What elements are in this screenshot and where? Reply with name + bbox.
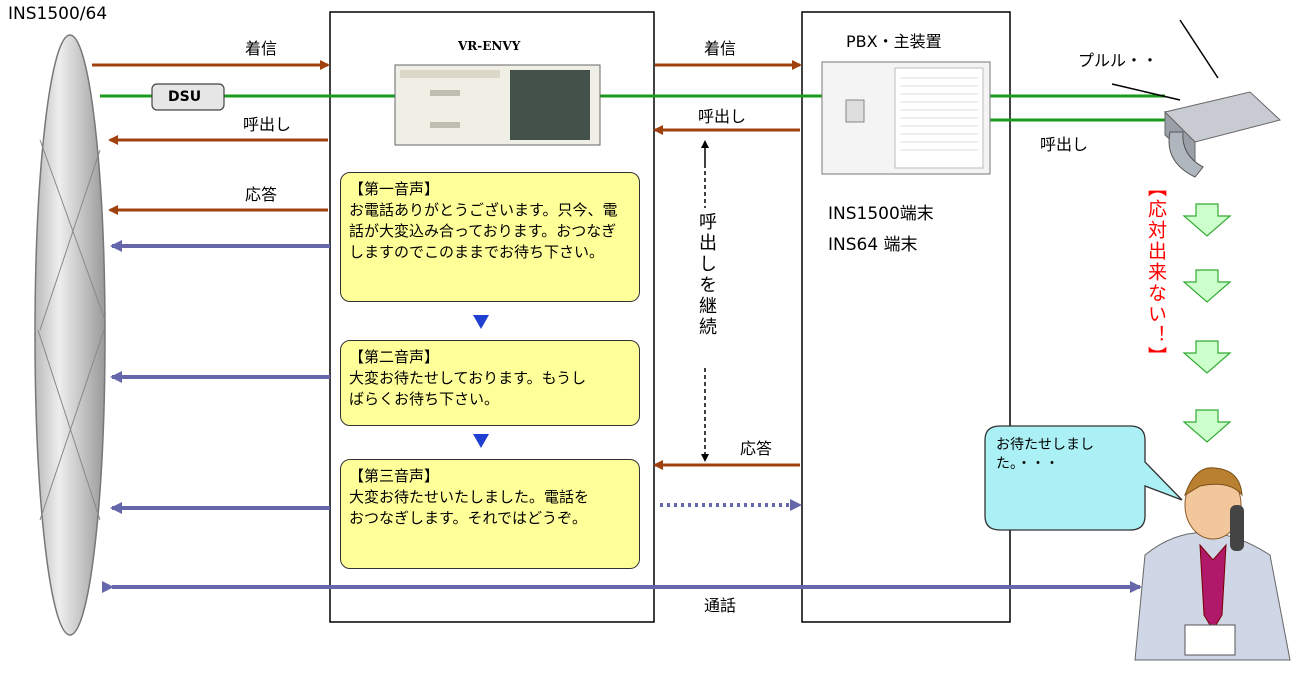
voice-text: 大変お待たせいたしました。電話をおつなぎします。それではどうぞ。 bbox=[349, 488, 590, 527]
down-triangle-2 bbox=[473, 434, 489, 448]
telephone-image bbox=[1111, 19, 1282, 178]
operator-speech-text: お待たせしました。・・・ bbox=[996, 437, 1094, 472]
voice-text: 大変お待たせしております。もうしばらくお待ち下さい。 bbox=[349, 369, 587, 408]
voice-title: 【第三音声】 bbox=[349, 467, 440, 485]
label-call-mid: 呼出し bbox=[698, 107, 747, 126]
down-triangle-1 bbox=[473, 315, 489, 329]
voice-title: 【第一音声】 bbox=[349, 180, 440, 198]
network-label: INS1500/64 bbox=[8, 4, 108, 24]
pbx-device-image bbox=[821, 61, 991, 175]
speech-bubble bbox=[984, 425, 1183, 531]
label-call-right: 呼出し bbox=[1040, 135, 1089, 154]
label-call-left: 呼出し bbox=[243, 115, 292, 134]
vr-envy-device-image bbox=[394, 64, 601, 146]
device-title: VR-ENVY bbox=[458, 39, 521, 53]
label-answer-right: 応答 bbox=[740, 439, 773, 458]
voice-text: お電話ありがとうございます。只今、電話が大変込み合っております。おつなぎしますの… bbox=[349, 201, 618, 261]
down-arrow-3 bbox=[1182, 340, 1232, 374]
label-continue-call: 呼出しを継続 bbox=[696, 212, 717, 338]
label-ins64-terminal: INS64 端末 bbox=[828, 235, 918, 255]
label-ring: プルル・・ bbox=[1078, 51, 1159, 70]
operator-image bbox=[1134, 467, 1291, 661]
voice-title: 【第二音声】 bbox=[349, 348, 440, 366]
label-talk: 通話 bbox=[704, 596, 737, 615]
vr-envy-box bbox=[329, 11, 655, 623]
label-answer-left: 応答 bbox=[245, 185, 278, 204]
down-arrow-1 bbox=[1182, 203, 1232, 237]
label-ins1500-terminal: INS1500端末 bbox=[828, 204, 934, 224]
down-arrow-4 bbox=[1182, 409, 1232, 443]
network-ellipse bbox=[34, 34, 106, 636]
label-incoming-right: 着信 bbox=[704, 39, 737, 58]
dsu-label: DSU bbox=[168, 89, 202, 105]
down-arrow-2 bbox=[1182, 269, 1232, 303]
pbx-box bbox=[801, 11, 1011, 623]
voice-bubble-1: 【第一音声】 お電話ありがとうございます。只今、電話が大変込み合っております。お… bbox=[340, 172, 640, 302]
label-cannot-answer: 【応対出来ない！】 bbox=[1145, 178, 1167, 367]
label-incoming-left: 着信 bbox=[245, 39, 278, 58]
voice-bubble-2: 【第二音声】 大変お待たせしております。もうしばらくお待ち下さい。 bbox=[340, 340, 640, 426]
dsu-box bbox=[151, 83, 225, 111]
pbx-title: PBX・主装置 bbox=[846, 32, 942, 51]
voice-bubble-3: 【第三音声】 大変お待たせいたしました。電話をおつなぎします。それではどうぞ。 bbox=[340, 459, 640, 569]
